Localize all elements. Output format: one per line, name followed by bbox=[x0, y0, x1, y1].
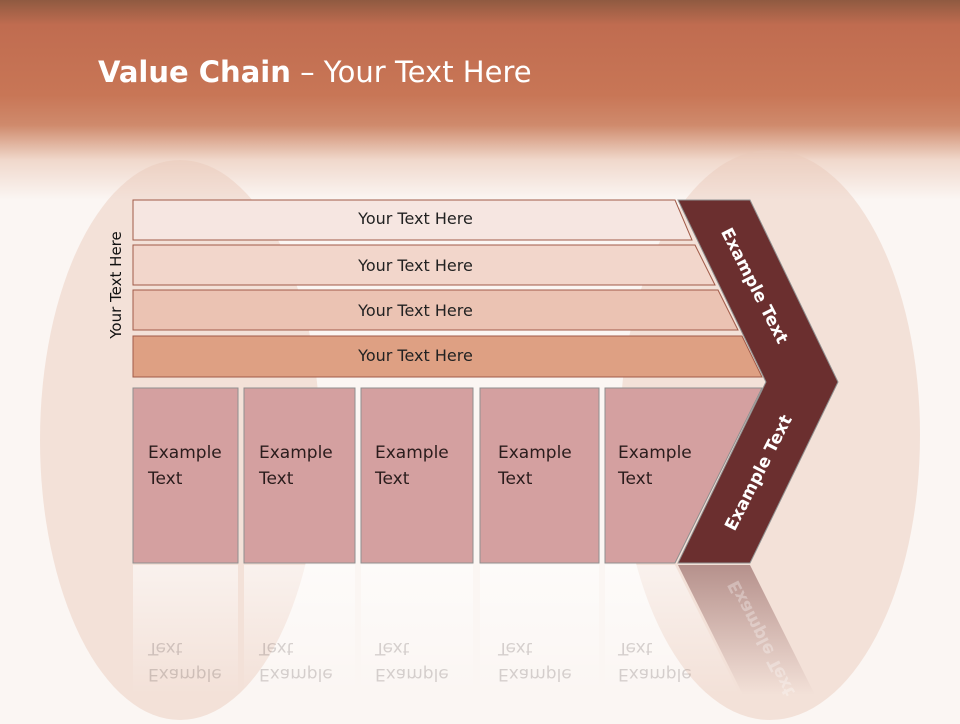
reflection-box-1 bbox=[133, 565, 238, 695]
row-bar-1 bbox=[132, 199, 693, 241]
title-bold: Value Chain bbox=[98, 55, 291, 89]
activity-box-5 bbox=[604, 387, 763, 564]
activity-box-4 bbox=[479, 387, 600, 564]
reflection-box-5 bbox=[605, 565, 740, 695]
activity-box-3 bbox=[360, 387, 474, 564]
row-bar-3 bbox=[132, 289, 739, 331]
activity-box-1 bbox=[132, 387, 239, 564]
row-label-2: Your Text Here bbox=[358, 256, 473, 275]
reflection-box-4 bbox=[480, 565, 599, 695]
activity-box-2 bbox=[243, 387, 356, 564]
side-axis-label: Your Text Here bbox=[107, 231, 125, 339]
page-title: Value Chain – Your Text Here bbox=[98, 55, 532, 89]
row-bar-4 bbox=[132, 335, 763, 378]
row-label-3: Your Text Here bbox=[358, 301, 473, 320]
reflection-chevron bbox=[678, 565, 815, 695]
title-rest: – Your Text Here bbox=[290, 55, 532, 89]
header-banner bbox=[0, 0, 960, 200]
margin-chevron bbox=[677, 199, 839, 564]
reflection-box-3 bbox=[361, 565, 473, 695]
reflection-box-2 bbox=[244, 565, 355, 695]
row-label-1: Your Text Here bbox=[358, 209, 473, 228]
row-bar-2 bbox=[132, 244, 716, 286]
row-label-4: Your Text Here bbox=[358, 346, 473, 365]
